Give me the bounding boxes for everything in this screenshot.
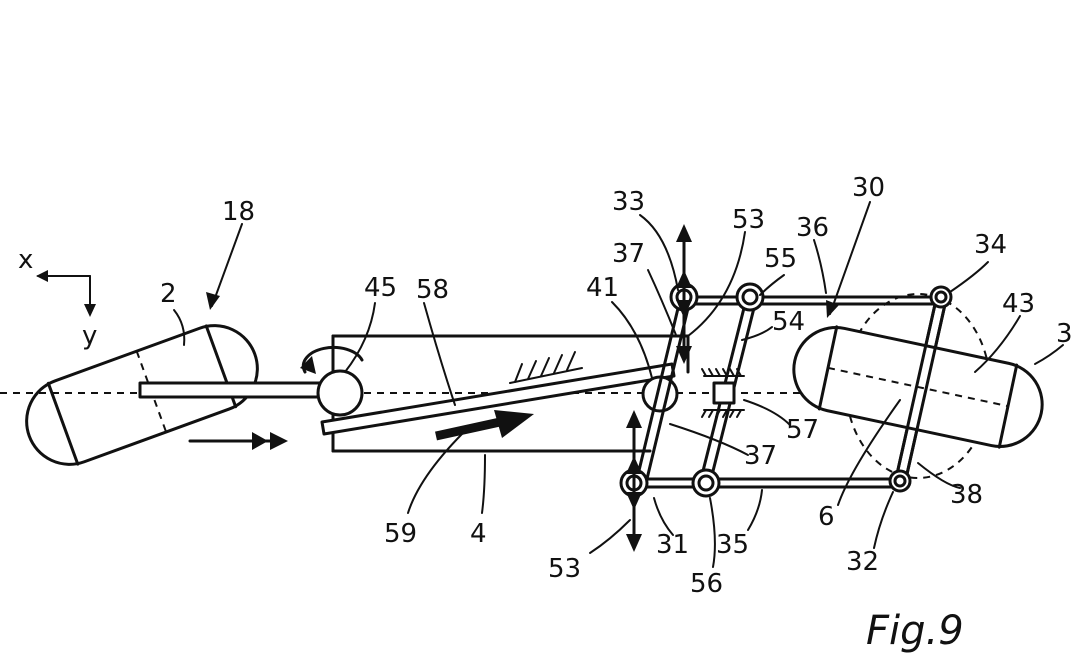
pivot-45	[316, 369, 364, 417]
joint-34	[929, 285, 953, 309]
ref-label-35: 35	[716, 530, 749, 560]
axis-indicator	[36, 270, 96, 317]
axis-label-y: y	[82, 321, 97, 351]
ref-label-6: 6	[818, 502, 835, 532]
ref-label-4: 4	[470, 519, 487, 549]
slider-57	[701, 368, 745, 418]
ref-label-32: 32	[846, 547, 879, 577]
ref-label-37-top: 37	[612, 239, 645, 269]
spring-symbol-icon	[509, 351, 583, 384]
ref-label-53-bottom: 53	[548, 554, 581, 584]
link-6	[893, 298, 938, 485]
flow-arrows-icon	[188, 432, 288, 450]
ref-label-31: 31	[656, 530, 689, 560]
rotation-arrow-icon	[300, 345, 364, 374]
ref-label-38: 38	[950, 480, 983, 510]
axis-label-x: x	[18, 245, 33, 275]
joint-55	[735, 282, 765, 312]
ref-label-41: 41	[586, 273, 619, 303]
ref-label-36: 36	[796, 213, 829, 243]
double-arrow-top-icon	[676, 224, 692, 364]
ref-label-2: 2	[160, 279, 177, 309]
ref-label-30: 30	[852, 173, 885, 203]
ref-label-58: 58	[416, 275, 449, 305]
joint-56	[691, 468, 721, 498]
ref-label-54: 54	[772, 307, 805, 337]
ref-label-57: 57	[786, 415, 819, 445]
leader-lines	[173, 201, 1064, 568]
ref-label-18: 18	[222, 197, 255, 227]
double-arrow-bottom-icon	[626, 410, 642, 552]
ref-label-33: 33	[612, 187, 645, 217]
ref-label-43: 43	[1002, 289, 1035, 319]
ref-label-34: 34	[974, 230, 1007, 260]
ref-label-37-bottom: 37	[744, 441, 777, 471]
ref-label-55: 55	[764, 244, 797, 274]
figure-caption: Fig.9	[866, 608, 964, 654]
link-6b	[903, 298, 948, 485]
ref-label-53-top: 53	[732, 205, 765, 235]
joint-32	[888, 469, 912, 493]
ref-label-45: 45	[364, 273, 397, 303]
ref-label-56: 56	[690, 569, 723, 599]
feed-pipe	[138, 381, 322, 399]
ref-label-59: 59	[384, 519, 417, 549]
ref-label-3: 3	[1056, 319, 1073, 349]
inclined-plate-58	[320, 362, 676, 436]
